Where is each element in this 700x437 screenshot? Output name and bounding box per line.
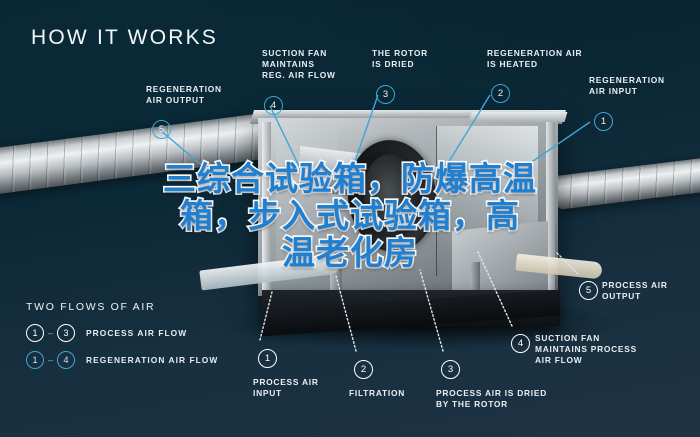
callout-marker-regeneration-air-output[interactable]: 5 [152, 120, 171, 139]
cabinet-frame-left [262, 122, 271, 294]
legend-dash: – [48, 328, 54, 338]
support-leg-right [470, 262, 480, 300]
legend-row: 1–3 PROCESS AIR FLOW [26, 324, 218, 342]
callout-label-regeneration-air-input: REGENERATION AIR INPUT [589, 75, 665, 96]
callout-label-regeneration-air-heated: REGENERATION AIR IS HEATED [487, 48, 583, 69]
callout-marker-filtration[interactable]: 2 [354, 360, 373, 379]
callout-label-suction-fan-process: SUCTION FAN MAINTAINS PROCESS AIR FLOW [535, 333, 637, 365]
page-title: HOW IT WORKS [31, 26, 219, 49]
callout-marker-process-air-dried[interactable]: 3 [441, 360, 460, 379]
cabinet-top-right [468, 112, 568, 122]
callout-marker-regeneration-air-input[interactable]: 1 [594, 112, 613, 131]
callout-label-rotor-is-dried: THE ROTOR IS DRIED [372, 48, 428, 69]
legend-marker-from: 1 [26, 324, 44, 342]
callout-label-process-air-output: PROCESS AIR OUTPUT [602, 280, 668, 301]
callout-marker-suction-fan-process[interactable]: 4 [511, 334, 530, 353]
legend-label: REGENERATION AIR FLOW [86, 355, 219, 365]
legend-title: TWO FLOWS OF AIR [26, 301, 156, 313]
legend-dash: – [48, 355, 54, 365]
legend-marker-to: 3 [57, 324, 76, 342]
cabinet-seam [436, 126, 437, 276]
callout-marker-suction-fan-regeneration[interactable]: 4 [264, 96, 283, 115]
legend-label: PROCESS AIR FLOW [86, 328, 188, 338]
promo-line-2: 箱，步入式试验箱，高 [178, 195, 520, 235]
legend-row: 1–4 REGENERATION AIR FLOW [26, 351, 218, 369]
callout-marker-rotor-is-dried[interactable]: 3 [376, 85, 395, 104]
callout-label-regeneration-air-output: REGENERATION AIR OUTPUT [146, 84, 222, 105]
legend-marker-from: 1 [26, 351, 44, 369]
callout-marker-process-air-output[interactable]: 5 [579, 281, 598, 300]
callout-marker-regeneration-air-heated[interactable]: 2 [491, 84, 510, 103]
legend-marker-to: 4 [57, 351, 76, 369]
promo-line-1: 三综合试验箱，防爆高温 [161, 158, 537, 198]
promo-overlay-text: 三综合试验箱，防爆高温 箱，步入式试验箱，高 温老化房 [0, 158, 700, 272]
cabinet-frame-right [546, 122, 555, 294]
promo-line-3: 温老化房 [280, 232, 418, 272]
callout-label-filtration: FILTRATION [349, 388, 406, 398]
callout-label-suction-fan-regeneration: SUCTION FAN MAINTAINS REG. AIR FLOW [262, 48, 336, 80]
callout-label-process-air-dried: PROCESS AIR IS DRIED BY THE ROTOR [436, 388, 548, 409]
callout-label-process-air-input: PROCESS AIR INPUT [253, 377, 319, 398]
callout-marker-process-air-input[interactable]: 1 [258, 349, 277, 368]
